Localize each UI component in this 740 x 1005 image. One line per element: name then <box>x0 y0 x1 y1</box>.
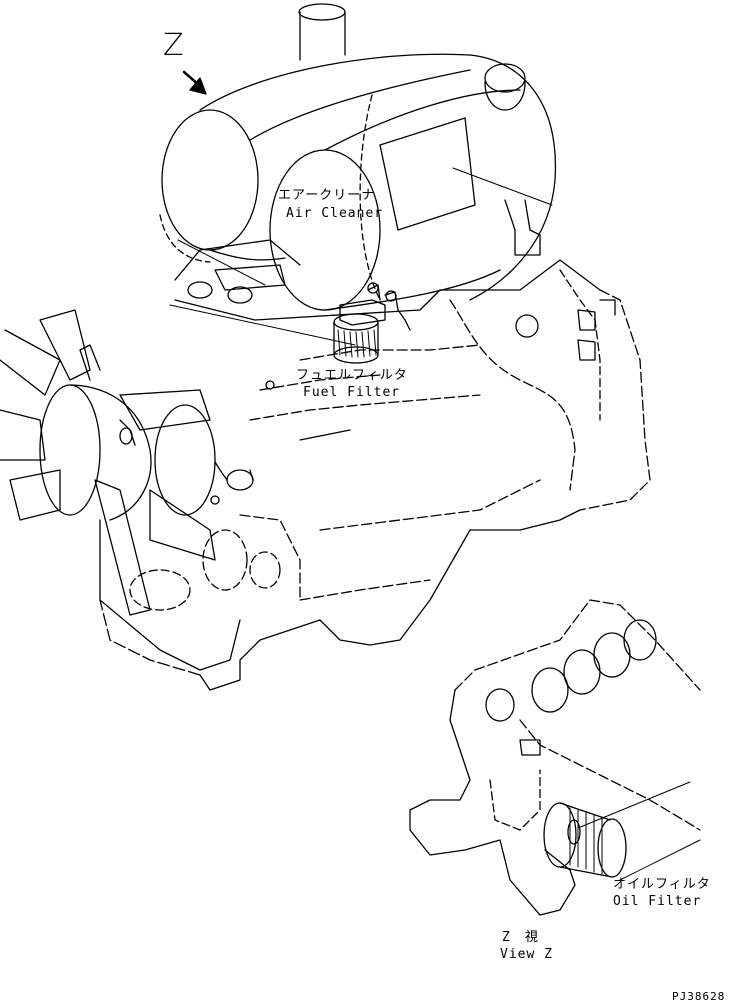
oil-filter-label-jp: オイルフィルタ <box>613 877 711 892</box>
drawing-code: PJ38628 <box>672 990 726 1003</box>
fan-drawing <box>0 309 301 671</box>
view-z-arrow <box>182 70 207 95</box>
air-cleaner-label-en: Air Cleaner <box>286 206 384 221</box>
fuel-filter-drawing <box>333 282 411 364</box>
view-z-block-drawing <box>409 599 701 916</box>
fuel-filter-label-en: Fuel Filter <box>303 385 401 400</box>
leader-lines-upper <box>169 167 553 346</box>
view-marker-letter: Z <box>163 28 184 63</box>
engine-block-drawing <box>99 239 651 691</box>
view-z-label-jp: Z 視 <box>502 930 539 945</box>
air-cleaner-label-jp: エアークリーナ <box>278 188 376 203</box>
view-z-label-en: View Z <box>500 947 553 962</box>
fuel-filter-label-jp: フュエルフィルタ <box>296 368 408 383</box>
oil-filter-label-en: Oil Filter <box>613 894 702 909</box>
air-cleaner-drawing <box>159 3 557 311</box>
